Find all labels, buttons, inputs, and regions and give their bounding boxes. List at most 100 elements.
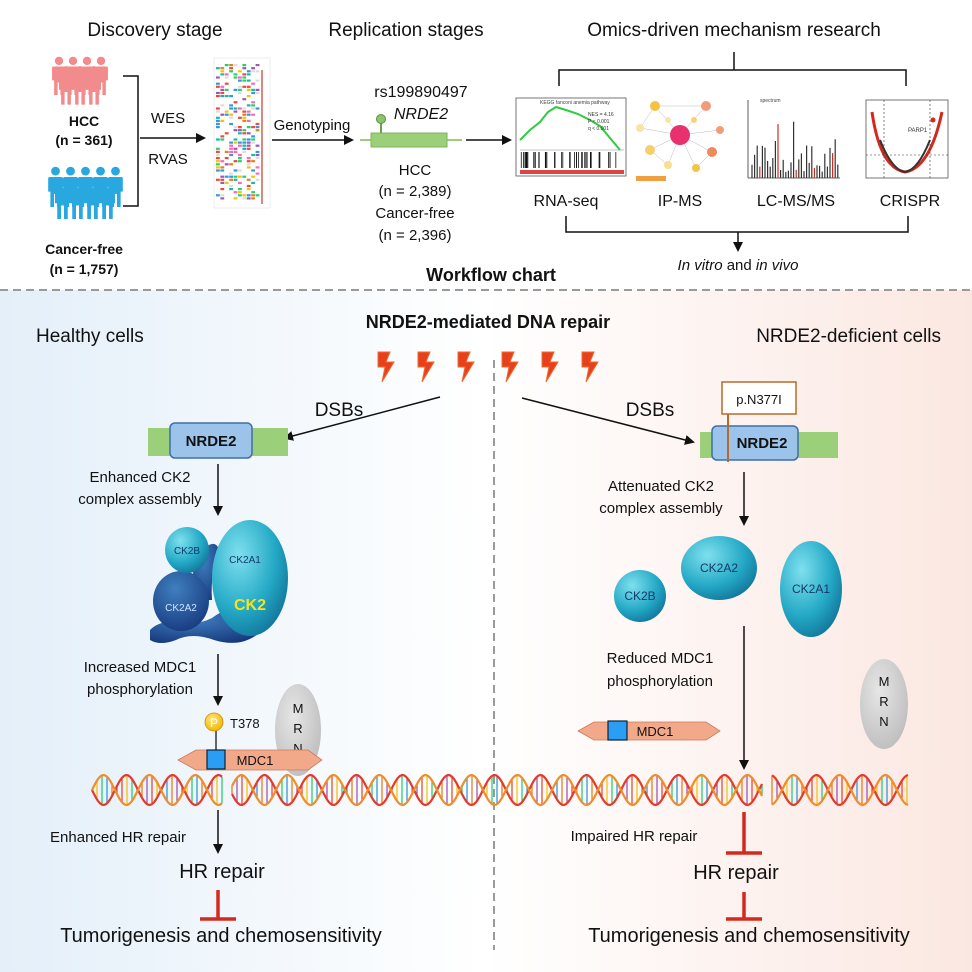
- ck2b-free: [614, 570, 666, 622]
- heatmap-cell: [238, 116, 242, 119]
- heatmap-cell: [238, 157, 242, 160]
- heatmap-cell: [238, 132, 242, 135]
- increased-mdc1-text-2: phosphorylation: [87, 681, 193, 698]
- heatmap-cell: [216, 76, 220, 79]
- heatmap-cell: [246, 163, 251, 166]
- enhanced-ck2-text-2: complex assembly: [78, 491, 202, 508]
- heatmap-cell: [220, 197, 225, 200]
- omics-label-crispr: CRISPR: [880, 193, 940, 210]
- heatmap-cell: [220, 194, 225, 197]
- lc-ms-thumbnail: spectrum: [747, 98, 840, 179]
- heatmap-cell: [255, 70, 260, 73]
- heatmap-cell: [224, 175, 229, 178]
- heatmap-cell: [242, 197, 247, 200]
- heatmap-cell: [224, 95, 229, 98]
- mrn-r-right: R: [879, 694, 888, 709]
- heatmap-cell: [238, 194, 242, 197]
- heatmap-cell: [246, 70, 251, 73]
- deficient-cells-title: NRDE2-deficient cells: [756, 326, 941, 347]
- heatmap-cell: [251, 169, 255, 172]
- heatmap-cell: [220, 135, 225, 138]
- phosphate-icon: [204, 712, 224, 732]
- heatmap-cell: [216, 116, 220, 119]
- heatmap-cell: [229, 113, 233, 116]
- heatmap-cell: [242, 79, 247, 82]
- heatmap-cell: [238, 70, 242, 73]
- heatmap-cell: [246, 166, 251, 169]
- heatmap-cell: [238, 76, 242, 79]
- heatmap-cell: [233, 129, 238, 132]
- heatmap-cell: [251, 197, 255, 200]
- heatmap-cell: [251, 88, 255, 91]
- heatmap-cell: [229, 144, 233, 147]
- heatmap-cell: [255, 172, 260, 175]
- heatmap-cell: [224, 113, 229, 116]
- discovery-stage-title: Discovery stage: [87, 20, 222, 41]
- heatmap-cell: [216, 107, 220, 110]
- reduced-mdc1-text-1: Reduced MDC1: [607, 650, 714, 667]
- omics-bottom-bracket: [565, 216, 909, 233]
- dna-strand: [231, 773, 763, 807]
- heatmap-cell: [251, 101, 255, 104]
- mdc1-label-right: MDC1: [637, 724, 674, 739]
- nrde2-protein-left: [169, 422, 253, 459]
- rep-cf-count: (n = 2,396): [379, 227, 452, 244]
- heatmap-cell: [216, 85, 220, 88]
- heatmap-cell: [246, 104, 251, 107]
- mdc1-domain-left: [206, 749, 226, 770]
- heatmap-cell: [255, 150, 260, 153]
- heatmap-cell: [233, 160, 238, 163]
- mrn-n-left: N: [293, 741, 302, 756]
- rep-cf-label: Cancer-free: [375, 205, 454, 222]
- dna-strand: [91, 773, 223, 807]
- heatmap-cell: [242, 144, 247, 147]
- ck2a1-label-left: CK2A1: [229, 555, 261, 566]
- heatmap-cell: [255, 129, 260, 132]
- inhibition-bar-left: [200, 890, 236, 921]
- heatmap-cell: [255, 166, 260, 169]
- heatmap-cell: [255, 64, 260, 67]
- heatmap-cell: [246, 73, 251, 76]
- heatmap-cell: [246, 138, 251, 141]
- heatmap-cell: [238, 91, 242, 95]
- hcc-label: HCC: [69, 113, 99, 129]
- heatmap-cell: [229, 116, 233, 119]
- heatmap-cell: [255, 157, 260, 160]
- heatmap-cell: [233, 138, 238, 141]
- wes-heatmap-thumbnail: [213, 57, 271, 209]
- heatmap-cell: [246, 188, 251, 191]
- attenuated-ck2-text-2: complex assembly: [599, 500, 723, 517]
- heatmap-cell: [224, 181, 229, 184]
- heatmap-cell: [251, 191, 255, 194]
- heatmap-cell: [246, 144, 251, 147]
- heatmap-cell: [229, 175, 233, 178]
- heatmap-cell: [220, 181, 225, 184]
- heatmap-cell: [238, 144, 242, 147]
- heatmap-cell: [233, 88, 238, 91]
- heatmap-cell: [220, 104, 225, 107]
- heatmap-cell: [220, 138, 225, 141]
- heatmap-cell: [216, 150, 220, 153]
- heatmap-cell: [238, 175, 242, 178]
- heatmap-cell: [220, 166, 225, 169]
- omics-label-lc-ms: LC-MS/MS: [757, 193, 835, 210]
- heatmap-cell: [255, 88, 260, 91]
- hcc-people-icon: [52, 56, 108, 105]
- heatmap-cell: [229, 147, 233, 150]
- heatmap-cell: [216, 138, 220, 141]
- heatmap-cell: [255, 194, 260, 197]
- heatmap-cell: [216, 169, 220, 172]
- heatmap-cell: [229, 95, 233, 98]
- mrn-m-left: M: [293, 701, 304, 716]
- heatmap-cell: [233, 169, 238, 172]
- heatmap-cell: [242, 85, 247, 88]
- heatmap-cell: [224, 150, 229, 153]
- heatmap-cell: [251, 160, 255, 163]
- heatmap-cell: [238, 88, 242, 91]
- inhibition-bar-right-hr: [726, 812, 762, 855]
- mrn-r-left: R: [293, 721, 302, 736]
- heatmap-cell: [246, 132, 251, 135]
- heatmap-cell: [229, 153, 233, 157]
- svg-text:spectrum: spectrum: [760, 98, 781, 104]
- heatmap-cell: [216, 178, 220, 181]
